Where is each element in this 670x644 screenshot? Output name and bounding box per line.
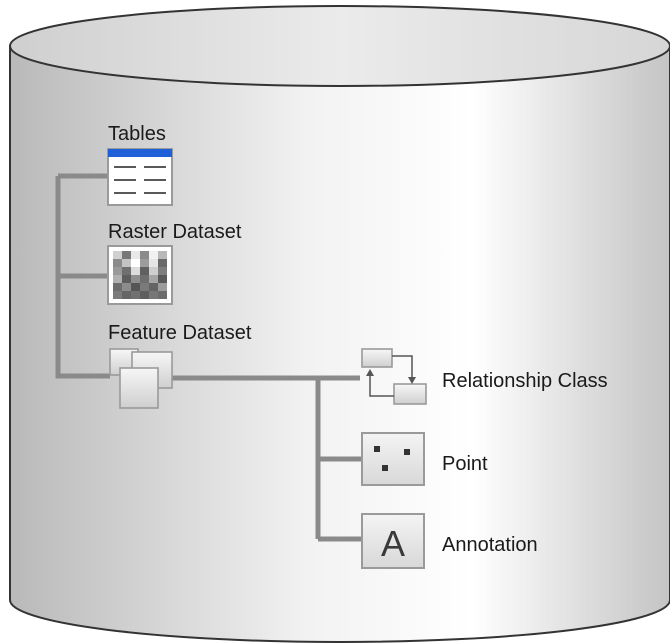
label-annotation: Annotation	[442, 534, 538, 556]
relationship-class-icon	[361, 348, 427, 405]
table-icon	[107, 148, 173, 206]
annotation-glyph: A	[381, 523, 405, 564]
cylinder-top	[9, 5, 670, 87]
label-tables: Tables	[108, 123, 166, 145]
connector-lines	[55, 173, 362, 542]
cylinder-body	[9, 45, 670, 643]
label-raster-dataset: Raster Dataset	[108, 221, 242, 243]
feature-dataset-icon	[109, 348, 173, 409]
annotation-icon: A	[361, 513, 425, 569]
label-feature-dataset: Feature Dataset	[108, 322, 252, 344]
label-point: Point	[442, 453, 488, 475]
raster-icon	[107, 245, 173, 305]
point-icon	[361, 432, 425, 486]
label-relationship-class: Relationship Class	[442, 370, 608, 392]
